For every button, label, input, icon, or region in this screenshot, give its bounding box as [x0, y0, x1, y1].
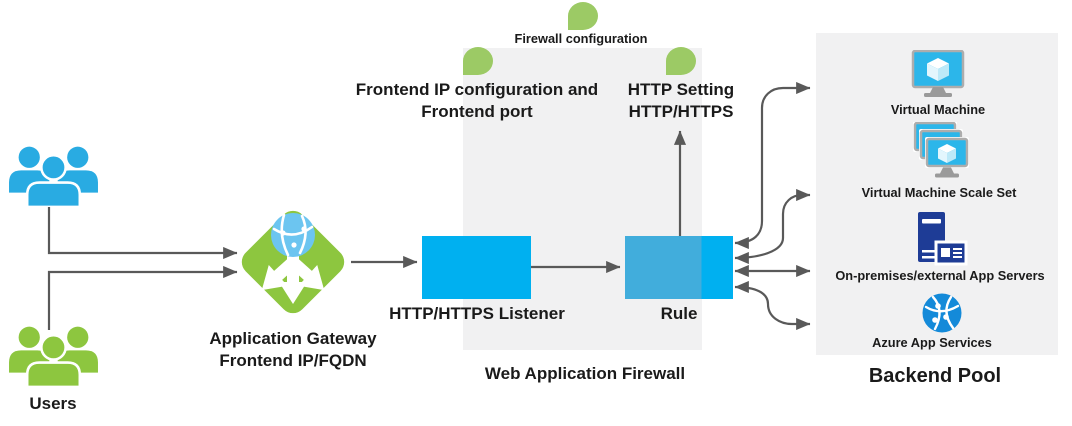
users-label: Users: [29, 394, 77, 413]
frontend-ip-configuration-marker-icon: [463, 47, 493, 75]
on-premises-app-servers-label: On-premises/external App Servers: [835, 268, 1045, 283]
http-setting-label: HTTP Setting HTTP/HTTPS: [627, 80, 735, 121]
virtual-machine-scale-set-icon: [908, 121, 972, 187]
firewall-configuration-marker-icon: [568, 2, 598, 30]
firewall-configuration-label: Firewall configuration: [514, 31, 648, 46]
application-gateway-label: Application Gateway Frontend IP/FQDN: [209, 329, 377, 370]
rule-label: Rule: [660, 304, 698, 323]
frontend-ip-configuration-label: Frontend IP configuration and Frontend p…: [355, 80, 599, 121]
http-https-listener-label: HTTP/HTTPS Listener: [389, 304, 565, 323]
arrow-rule-to-app-services: [734, 280, 811, 331]
arrow-users-top-to-gateway: [47, 203, 238, 260]
azure-app-services-icon: [921, 292, 963, 339]
http-setting-marker-icon: [666, 47, 696, 75]
users-group-green-icon: [7, 326, 100, 392]
virtual-machine-scale-set-label: Virtual Machine Scale Set: [861, 185, 1017, 200]
backend-pool-title: Backend Pool: [868, 365, 1002, 387]
virtual-machine-icon: [910, 49, 966, 103]
azure-app-services-label: Azure App Services: [872, 335, 992, 350]
on-premises-app-servers-icon: [916, 210, 968, 273]
virtual-machine-label: Virtual Machine: [890, 102, 986, 117]
waf-title: Web Application Firewall: [484, 364, 686, 383]
arrow-users-bottom-to-gateway: [47, 265, 238, 330]
rule-box: [625, 236, 733, 299]
waf-panel: [463, 48, 702, 350]
users-group-blue-icon: [7, 146, 100, 212]
http-https-listener-box: [422, 236, 531, 299]
application-gateway-icon: [236, 205, 350, 324]
arrow-rule-to-vm-scale-set: [734, 188, 811, 265]
